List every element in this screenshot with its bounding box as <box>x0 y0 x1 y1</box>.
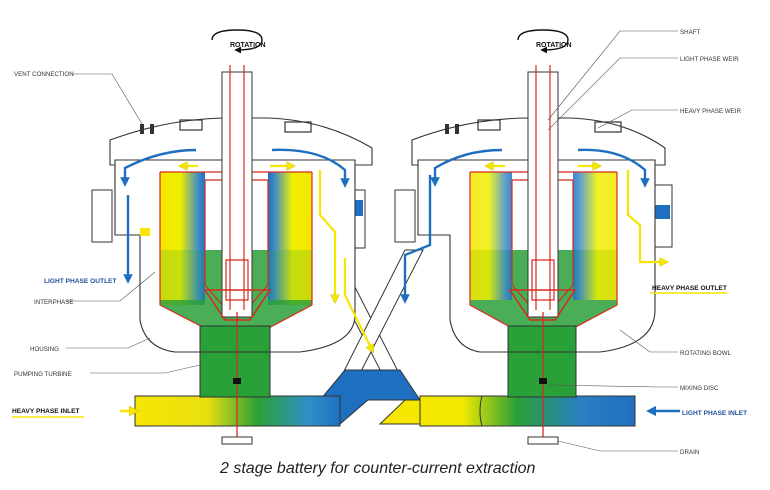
label-interphase: INTERPHASE <box>34 299 74 306</box>
label-heavy-phase-weir: HEAVY PHASE WEIR <box>680 108 742 115</box>
label-rotating-bowl: ROTATING BOWL <box>680 350 732 357</box>
label-mixing-disc: MIXING DISC <box>680 385 719 392</box>
diagram-caption: 2 stage battery for counter-current extr… <box>219 460 536 477</box>
label-heavy-phase-outlet: HEAVY PHASE OUTLET <box>652 285 727 292</box>
label-light-phase-inlet: LIGHT PHASE INLET <box>682 410 747 417</box>
label-housing: HOUSING <box>30 346 59 353</box>
light-phase-inlet-pipe <box>419 395 636 427</box>
label-drain: DRAIN <box>680 449 699 456</box>
extractor-unit-right <box>394 29 673 445</box>
leader-lines <box>12 30 727 452</box>
label-light-phase-outlet: LIGHT PHASE OUTLET <box>44 278 117 285</box>
label-light-phase-weir: LIGHT PHASE WEIR <box>680 56 739 63</box>
label-pumping-turbine: PUMPING TURBINE <box>14 371 72 378</box>
extractor-unit-left <box>91 29 372 445</box>
rotation-label-left: ROTATION <box>230 42 266 49</box>
rotation-label-right: ROTATION <box>536 42 572 49</box>
label-vent-connection: VENT CONNECTION <box>14 71 74 78</box>
label-shaft: SHAFT <box>680 29 701 36</box>
label-heavy-phase-inlet: HEAVY PHASE INLET <box>12 408 80 415</box>
